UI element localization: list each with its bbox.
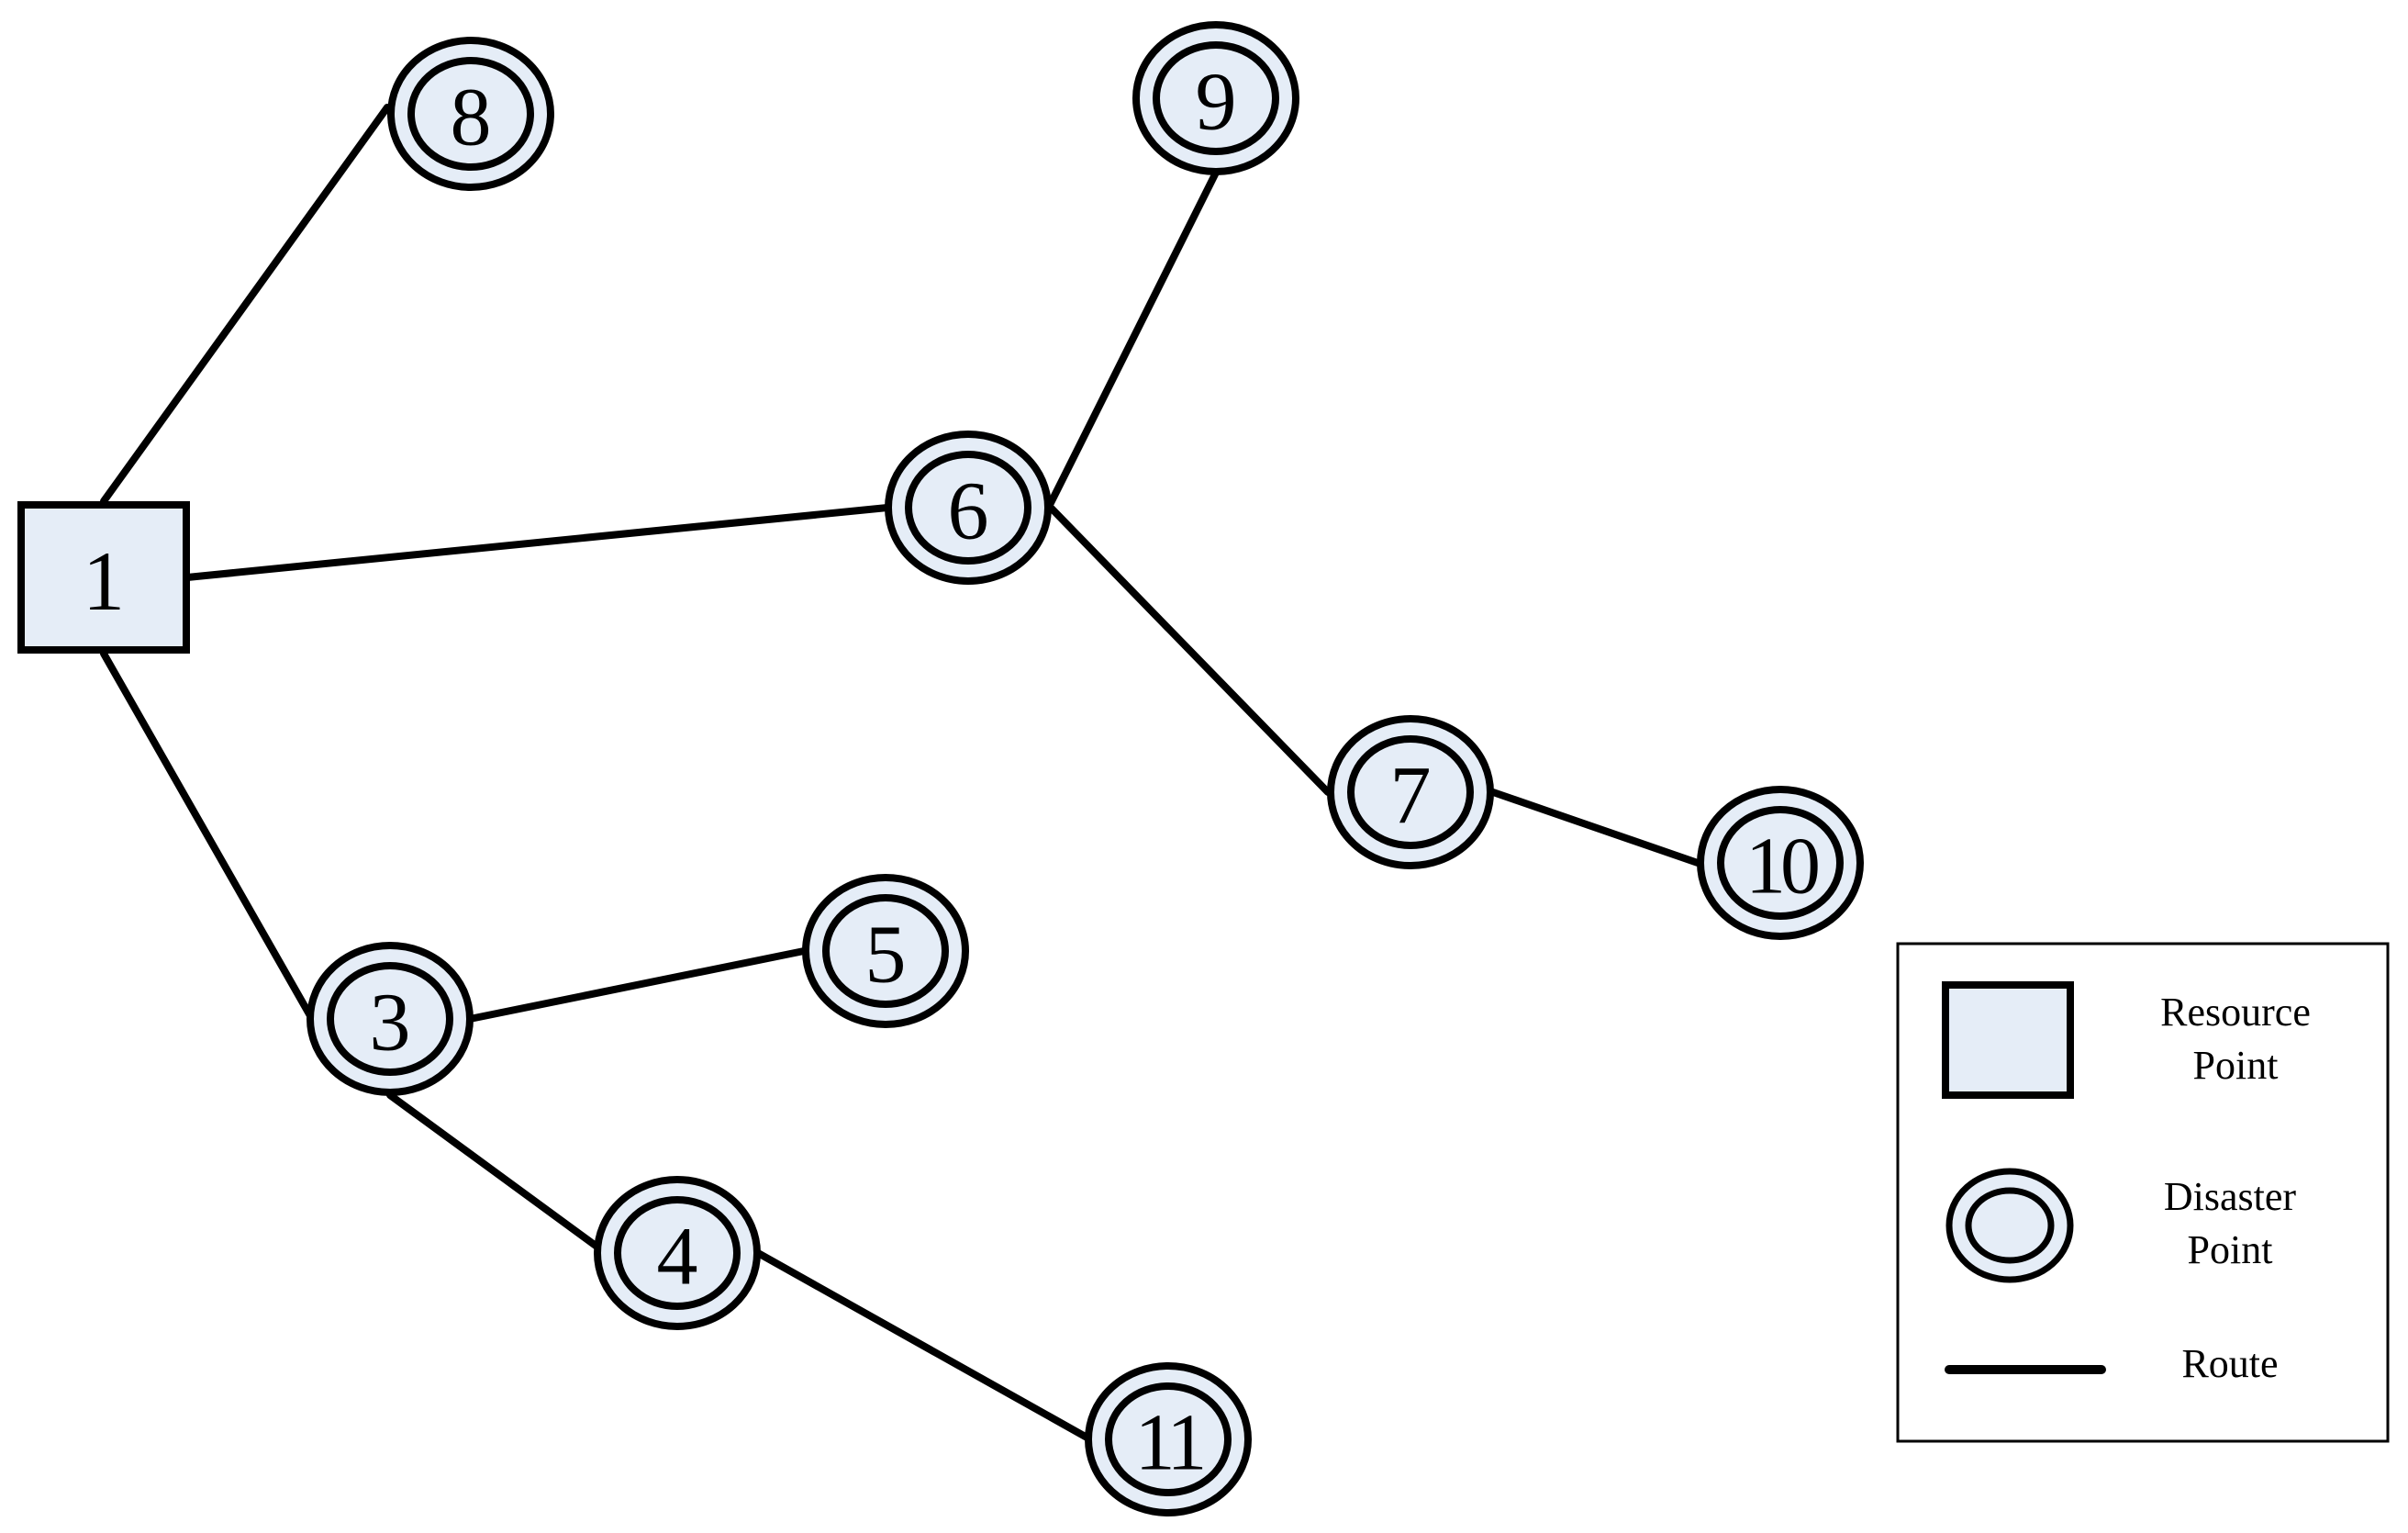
disaster-point-inner-ring (407, 57, 534, 171)
legend-resource-icon (1942, 981, 2074, 1099)
route-3-to-4 (386, 1091, 609, 1257)
node-label: 11 (1135, 1399, 1203, 1488)
disaster-point-7: 7 (1327, 715, 1494, 869)
route-4-to-11 (754, 1249, 1094, 1443)
routes-layer (100, 104, 1701, 1443)
legend-disaster-label-line1: Disaster (2164, 1174, 2297, 1219)
node-label: 7 (1390, 751, 1432, 842)
legend-resource-label-line1: Resource (2160, 990, 2311, 1035)
legend-resource-label-line2: Point (2193, 1043, 2279, 1088)
disaster-point-inner-ring (1347, 735, 1474, 849)
disaster-point-4: 4 (594, 1176, 761, 1330)
node-label: 6 (948, 466, 989, 557)
disaster-point-6: 6 (885, 431, 1052, 585)
route-6-to-7 (1047, 504, 1332, 796)
node-label: 8 (451, 73, 492, 163)
route-6-to-9 (1047, 169, 1220, 507)
node-label: 1 (83, 534, 125, 628)
route-1-to-6 (184, 504, 891, 581)
node-label: 3 (370, 978, 411, 1069)
disaster-point-inner-ring (1105, 1382, 1232, 1496)
legend-route-label: Route (2181, 1341, 2278, 1386)
node-label: 4 (657, 1212, 698, 1303)
legend: Resource Point Disaster Point Route (1896, 942, 2390, 1443)
legend-disaster-icon-inner (1965, 1187, 2055, 1264)
disaster-point-inner-ring (614, 1196, 741, 1310)
disaster-point-3: 3 (307, 942, 474, 1096)
disaster-point-8: 8 (387, 37, 554, 191)
resource-point-box (17, 501, 190, 654)
node-label: 5 (865, 910, 907, 1001)
resource-point-1: 1 (17, 501, 190, 654)
node-label: 9 (1196, 57, 1237, 148)
route-1-to-8 (100, 104, 391, 505)
disaster-point-inner-ring (905, 451, 1031, 565)
legend-disaster-label-line2: Point (2188, 1227, 2273, 1272)
route-1-to-3 (100, 650, 316, 1023)
disaster-point-inner-ring (1153, 41, 1279, 155)
disaster-point-inner-ring (822, 894, 949, 1008)
disaster-point-inner-ring (327, 962, 453, 1076)
nodes-layer: 1 3 4 5 6 7 8 9 10 11 (17, 21, 1864, 1516)
route-7-to-10 (1489, 789, 1701, 867)
disaster-point-inner-ring (1717, 806, 1844, 920)
disaster-point-9: 9 (1132, 21, 1299, 175)
disaster-point-5: 5 (802, 874, 969, 1028)
disaster-point-10: 10 (1697, 786, 1864, 940)
disaster-point-11: 11 (1085, 1362, 1252, 1516)
route-3-to-5 (466, 947, 808, 1023)
node-label: 10 (1745, 822, 1818, 912)
